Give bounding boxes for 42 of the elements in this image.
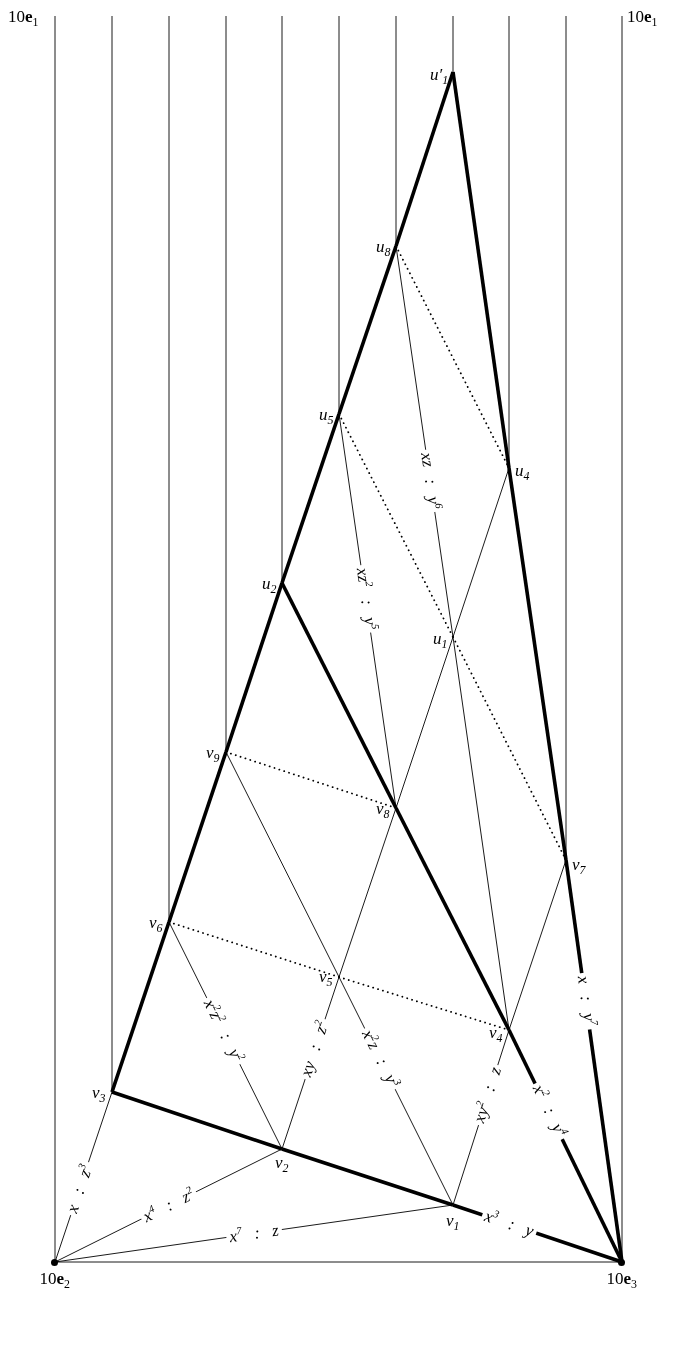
vertex-label: 10e$_{1}$ [627, 8, 658, 25]
vertex-label: u$_{8}$ [376, 238, 391, 255]
edge-line [452, 636, 510, 1031]
vertex-label: v$_{6}$ [149, 914, 163, 931]
edge-line [395, 636, 454, 809]
vertex-label: v$_{4}$ [489, 1024, 503, 1041]
vertex-label: u$_{5}$ [319, 406, 334, 423]
vertex-label: u$_{2}$ [262, 575, 277, 592]
vertex-label: v$_{9}$ [206, 744, 220, 761]
thick-line [167, 751, 228, 923]
thick-line [111, 1090, 283, 1151]
dotted-line [452, 636, 567, 861]
vertex [39, 1258, 70, 1287]
vertex-label: 10e$_{2}$ [39, 1268, 70, 1288]
vertex-label: u$_{1}$ [433, 630, 448, 647]
vertex-label: v$_{5}$ [319, 968, 333, 985]
thick-line [507, 467, 568, 861]
edge-line [225, 751, 340, 978]
thick-line [110, 921, 171, 1093]
thick-line [394, 71, 455, 247]
vertex-label: 10e$_{3}$ [606, 1268, 637, 1288]
ray-line [452, 15, 454, 73]
thick-line [280, 413, 341, 584]
edge-line [452, 467, 510, 638]
thick-line [281, 1147, 454, 1207]
vertex-label: v$_{3}$ [92, 1084, 106, 1101]
thick-line [451, 71, 511, 469]
vertex-label: u$_{4}$ [515, 462, 530, 479]
vertex-label: v$_{7}$ [572, 856, 586, 873]
vertex-label: u′$_{1}$ [430, 66, 449, 83]
thick-line [394, 807, 511, 1031]
vertex [606, 1258, 637, 1287]
vertex-label: v$_{1}$ [446, 1212, 460, 1229]
vertex-label: v$_{2}$ [275, 1154, 289, 1171]
vertex-label: v$_{8}$ [376, 800, 390, 817]
edge-line [508, 859, 567, 1031]
dotted-line [225, 751, 397, 809]
thick-line [224, 582, 284, 753]
vertex-label: 10e$_{1}$ [8, 8, 39, 25]
thick-line [280, 582, 398, 809]
thick-line [337, 245, 398, 415]
edge-line [338, 807, 397, 978]
